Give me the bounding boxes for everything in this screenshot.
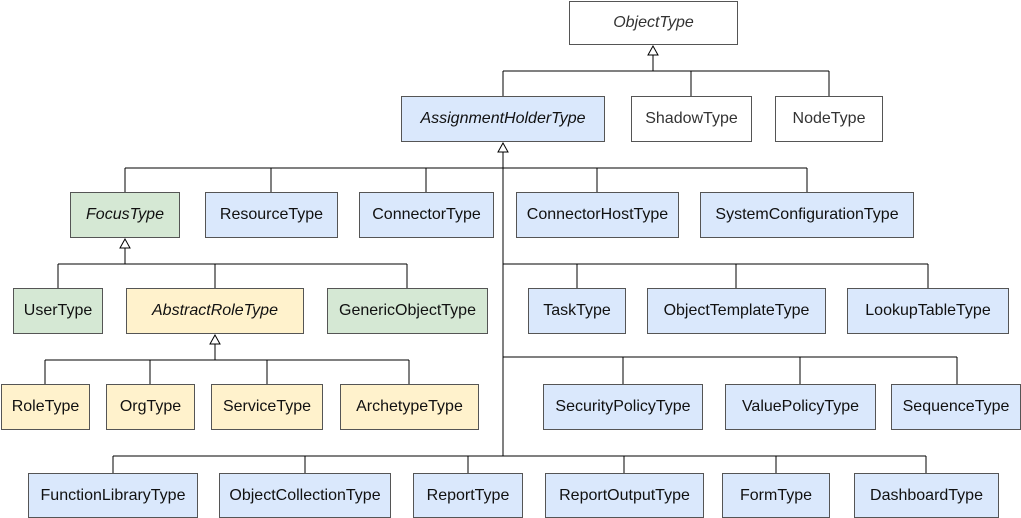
node-dashboard-type: DashboardType <box>854 473 999 518</box>
node-org-type: OrgType <box>106 384 195 430</box>
inheritance-arrowhead <box>497 141 509 153</box>
node-node-type: NodeType <box>775 96 883 142</box>
node-object-type: ObjectType <box>569 1 738 45</box>
node-report-type: ReportType <box>413 473 523 518</box>
inheritance-arrowhead <box>647 44 659 56</box>
inheritance-arrowhead <box>119 237 131 249</box>
node-object-template-type: ObjectTemplateType <box>647 288 826 334</box>
node-security-policy-type: SecurityPolicyType <box>543 384 703 430</box>
node-shadow-type: ShadowType <box>631 96 752 142</box>
node-system-configuration-type: SystemConfigurationType <box>700 192 914 238</box>
node-resource-type: ResourceType <box>205 192 338 238</box>
node-service-type: ServiceType <box>211 384 323 430</box>
node-connector-host-type: ConnectorHostType <box>516 192 679 238</box>
node-focus-type: FocusType <box>70 192 180 238</box>
node-value-policy-type: ValuePolicyType <box>725 384 876 430</box>
inheritance-arrowhead <box>209 333 221 345</box>
node-form-type: FormType <box>722 473 830 518</box>
node-role-type: RoleType <box>1 384 90 430</box>
node-abstract-role-type: AbstractRoleType <box>126 288 304 334</box>
node-report-output-type: ReportOutputType <box>545 473 704 518</box>
node-archetype-type: ArchetypeType <box>340 384 479 430</box>
node-function-library-type: FunctionLibraryType <box>28 473 198 518</box>
node-assignment-holder-type: AssignmentHolderType <box>401 96 605 142</box>
node-object-collection-type: ObjectCollectionType <box>219 473 391 518</box>
node-user-type: UserType <box>13 288 103 334</box>
node-task-type: TaskType <box>528 288 626 334</box>
node-lookup-table-type: LookupTableType <box>847 288 1009 334</box>
node-connector-type: ConnectorType <box>359 192 494 238</box>
node-sequence-type: SequenceType <box>891 384 1021 430</box>
node-generic-object-type: GenericObjectType <box>327 288 488 334</box>
